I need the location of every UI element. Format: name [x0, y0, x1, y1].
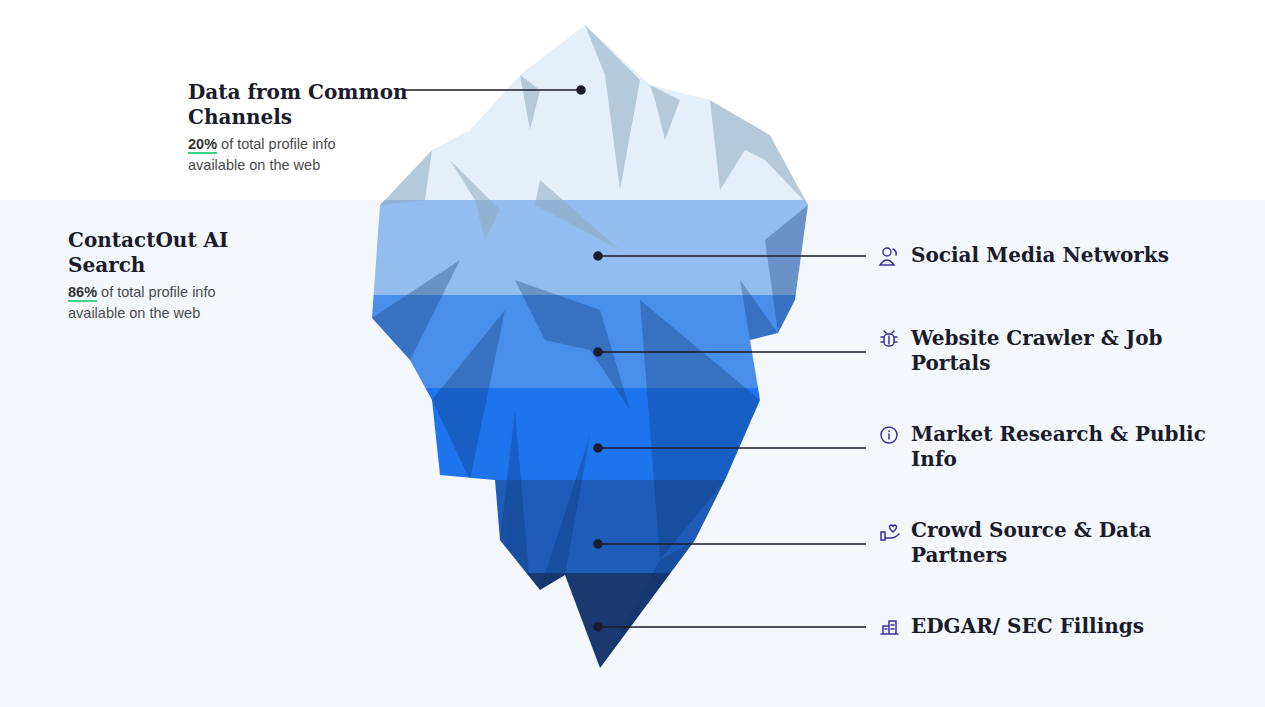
label-text: Data from Common Channels: [188, 80, 408, 129]
iceberg-body: [360, 20, 820, 673]
source-label: Website Crawler & Job Portals: [911, 326, 1211, 376]
source-label: Crowd Source & Data Partners: [911, 518, 1211, 568]
coverage-note: 20% of total profile info available on t…: [188, 134, 373, 176]
source-label: Market Research & Public Info: [911, 422, 1211, 472]
coverage-note: 86% of total profile info available on t…: [68, 282, 253, 324]
source-label: EDGAR/ SEC Fillings: [911, 614, 1241, 639]
label-text: Crowd Source & Data Partners: [911, 518, 1151, 567]
category-icons: [880, 248, 899, 634]
label-text: Website Crawler & Job Portals: [911, 326, 1163, 375]
section-heading: ContactOut AI Search: [68, 228, 268, 278]
label-text: Social Media Networks: [911, 243, 1169, 267]
percent-value: 86%: [68, 284, 97, 302]
percent-value: 20%: [188, 136, 217, 154]
label-text: Market Research & Public Info: [911, 422, 1206, 471]
water-ground: [0, 200, 1265, 707]
section-heading: Data from Common Channels: [188, 80, 418, 130]
source-label: Social Media Networks: [911, 243, 1241, 268]
label-text: ContactOut AI Search: [68, 228, 228, 277]
label-text: EDGAR/ SEC Fillings: [911, 614, 1144, 638]
leader-lines: [404, 86, 866, 631]
